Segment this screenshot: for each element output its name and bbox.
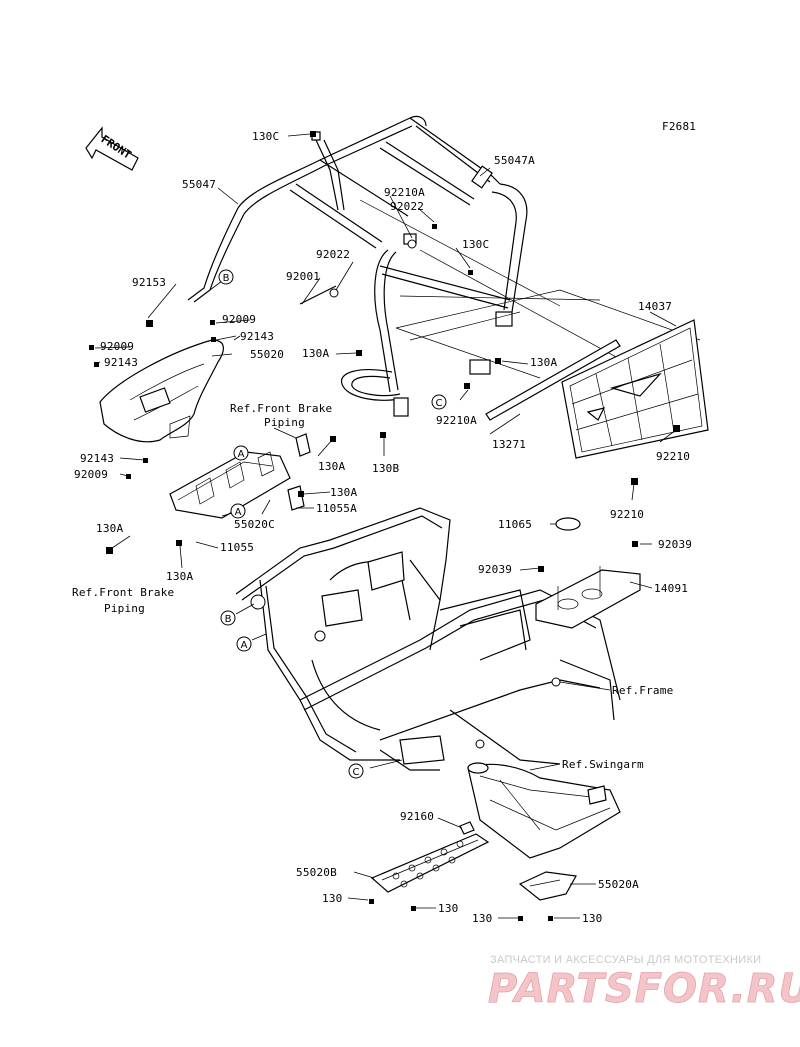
label-92143-b: 92143 [104, 356, 138, 369]
rear-screen-panel-14037 [561, 319, 709, 459]
label-130A-e: 130A [96, 522, 123, 535]
label-14037: 14037 [638, 300, 672, 313]
label-14091: 14091 [654, 582, 688, 595]
label-92009-c: 92009 [74, 468, 108, 481]
svg-text:C: C [353, 767, 360, 778]
ref-front-brake-top-line2: Piping [264, 416, 305, 429]
callout-c-frame: C [348, 763, 364, 779]
label-92009-a: 92009 [222, 313, 256, 326]
label-11055: 11055 [220, 541, 254, 554]
label-92153: 92153 [132, 276, 166, 289]
fasteners [89, 131, 680, 921]
label-92143-c: 92143 [80, 452, 114, 465]
callout-b-frame: B [220, 610, 236, 626]
label-55020C: 55020C [234, 518, 275, 531]
label-92210-a: 92210 [656, 450, 690, 463]
label-55020B: 55020B [296, 866, 337, 879]
ref-front-brake-top-line1: Ref.Front Brake [230, 402, 332, 415]
callout-a-mid: A [233, 445, 249, 461]
label-130A-b: 130A [530, 356, 557, 369]
callout-markers: B C A A B A C [218, 269, 447, 779]
skid-plate-55020a [518, 871, 577, 901]
label-13271: 13271 [492, 438, 526, 451]
label-130C-mid: 130C [462, 238, 489, 251]
label-92009-b: 92009 [100, 340, 134, 353]
ref-front-brake-bottom-line1: Ref.Front Brake [72, 586, 174, 599]
label-55020: 55020 [250, 348, 284, 361]
label-130-d: 130 [582, 912, 602, 925]
skid-plate-55020b [370, 833, 490, 893]
label-92210-b: 92210 [610, 508, 644, 521]
front-direction-arrow: FRONT [85, 126, 139, 171]
callout-a-left: A [230, 503, 246, 519]
label-55020A: 55020A [598, 878, 639, 891]
label-130A-a: 130A [302, 347, 329, 360]
roll-cage-55047 [187, 115, 528, 417]
label-130-a: 130 [322, 892, 342, 905]
svg-text:B: B [223, 273, 230, 284]
label-92160: 92160 [400, 810, 434, 823]
label-55047A: 55047A [494, 154, 535, 167]
main-frame [235, 507, 621, 771]
label-130A-c: 130A [318, 460, 345, 473]
label-92001: 92001 [286, 270, 320, 283]
rack-panel-guides [359, 199, 701, 379]
label-92022-b: 92022 [316, 248, 350, 261]
figure-code: F2681 [662, 120, 696, 133]
watermark: ЗАПЧАСТИ И АКСЕССУАРЫ ДЛЯ МОТОТЕХНИКИ PA… [488, 954, 800, 1012]
ref-front-brake-bottom-line2: Piping [104, 602, 145, 615]
ref-frame: Ref.Frame [612, 684, 673, 697]
callout-c-top: C [431, 394, 447, 410]
label-130B: 130B [372, 462, 399, 475]
watermark-brand: PARTSFOR.RU [488, 966, 800, 1012]
label-92210A-mid: 92210A [436, 414, 477, 427]
leader-lines [94, 133, 677, 919]
svg-text:C: C [436, 398, 443, 409]
label-130-c: 130 [472, 912, 492, 925]
svg-text:A: A [235, 507, 242, 518]
cap-11065 [555, 517, 581, 531]
tray-14091 [535, 566, 641, 629]
label-92039-a: 92039 [658, 538, 692, 551]
plate-92160 [459, 821, 475, 835]
svg-text:B: B [225, 614, 232, 625]
label-92039-b: 92039 [478, 563, 512, 576]
label-92143-a: 92143 [240, 330, 274, 343]
swingarm [467, 762, 621, 859]
ref-swingarm: Ref.Swingarm [562, 758, 644, 771]
reference-labels: Ref.Front Brake Piping Ref.Front Brake P… [72, 402, 673, 771]
callout-a-frame: A [236, 636, 252, 652]
trim-strip-13271 [485, 339, 621, 421]
svg-text:A: A [238, 449, 245, 460]
label-92210A-top: 92210A [384, 186, 425, 199]
label-130C-top: 130C [252, 130, 279, 143]
label-92022-a: 92022 [390, 200, 424, 213]
label-130-b: 130 [438, 902, 458, 915]
front-guard-55020 [99, 339, 224, 443]
label-11065: 11065 [498, 518, 532, 531]
label-130A-f: 130A [166, 570, 193, 583]
svg-text:A: A [241, 640, 248, 651]
watermark-caption: ЗАПЧАСТИ И АКСЕССУАРЫ ДЛЯ МОТОТЕХНИКИ [490, 954, 761, 966]
label-55047: 55047 [182, 178, 216, 191]
label-11055A: 11055A [316, 502, 357, 515]
label-130A-d: 130A [330, 486, 357, 499]
part-labels: 130C 55047A 55047 92210A 92022 130C 9202… [74, 130, 692, 925]
callout-b-top: B [218, 269, 234, 285]
